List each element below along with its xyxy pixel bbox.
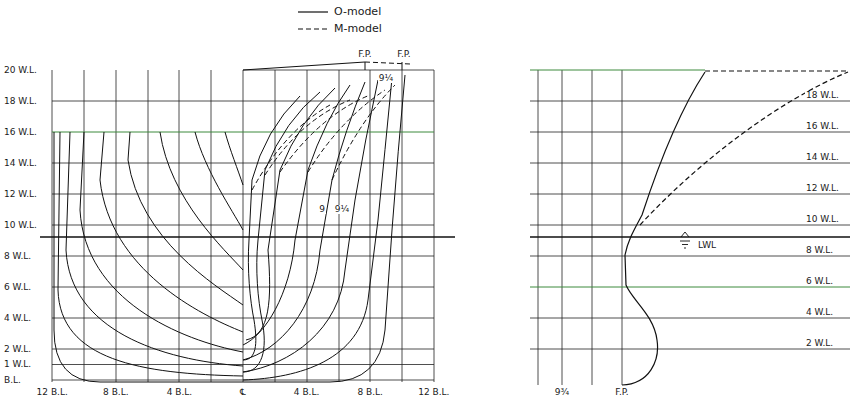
grid [52, 70, 850, 385]
legend-text: M-model [333, 23, 383, 34]
line-label: 8 B.L. [356, 388, 384, 397]
line-label: 12 W.L. [3, 190, 38, 199]
line-label: 18 W.L. [805, 91, 840, 100]
bow-profile-m-model [640, 71, 848, 225]
line-label: 4 B.L. [293, 388, 321, 397]
line-label: 4 W.L. [805, 308, 834, 317]
line-label: 16 W.L. [805, 122, 840, 131]
line-label: 18 W.L. [3, 97, 38, 106]
line-label: 4 W.L. [3, 314, 32, 323]
legend-dashed-sample [298, 28, 328, 29]
fore-sections-o-model [243, 62, 405, 382]
line-label: 20 W.L. [3, 66, 38, 75]
line-label: F.P. [357, 50, 372, 59]
line-label: 8 W.L. [805, 246, 834, 255]
line-label: 12 B.L. [36, 388, 69, 397]
line-label: 9¹⁄₄ [378, 74, 394, 83]
fore-sections-m-model [252, 62, 410, 190]
line-label: 10 W.L. [3, 221, 38, 230]
line-label: 12 B.L. [417, 388, 450, 397]
line-label: 9 [318, 205, 326, 214]
line-label: 10 W.L. [805, 215, 840, 224]
line-label: 6 W.L. [805, 277, 834, 286]
legend-solid-sample [298, 11, 328, 12]
bow-profile-o-model [622, 72, 705, 385]
line-label: 2 W.L. [805, 339, 834, 348]
line-label: 8 W.L. [3, 252, 32, 261]
line-label: 9¹⁄₄ [334, 205, 350, 214]
line-label: F.P. [614, 388, 629, 397]
line-label: 9³⁄₄ [554, 388, 570, 397]
line-label: 1 W.L. [3, 360, 32, 369]
line-label: 16 W.L. [3, 128, 38, 137]
centerline-mark: ℄ [239, 388, 247, 397]
green-lines [52, 70, 850, 287]
line-label: 8 B.L. [102, 388, 130, 397]
line-label: F.P. [396, 50, 411, 59]
line-label: 2 W.L. [3, 345, 32, 354]
line-label: B.L. [3, 376, 22, 385]
line-label: 6 W.L. [3, 283, 32, 292]
line-label: 12 W.L. [805, 184, 840, 193]
line-label: 14 W.L. [3, 159, 38, 168]
line-label: LWL [697, 241, 717, 250]
legend-text: O-model [333, 6, 382, 17]
line-label: 4 B.L. [166, 388, 194, 397]
line-label: 14 W.L. [805, 153, 840, 162]
aft-sections [54, 132, 243, 382]
